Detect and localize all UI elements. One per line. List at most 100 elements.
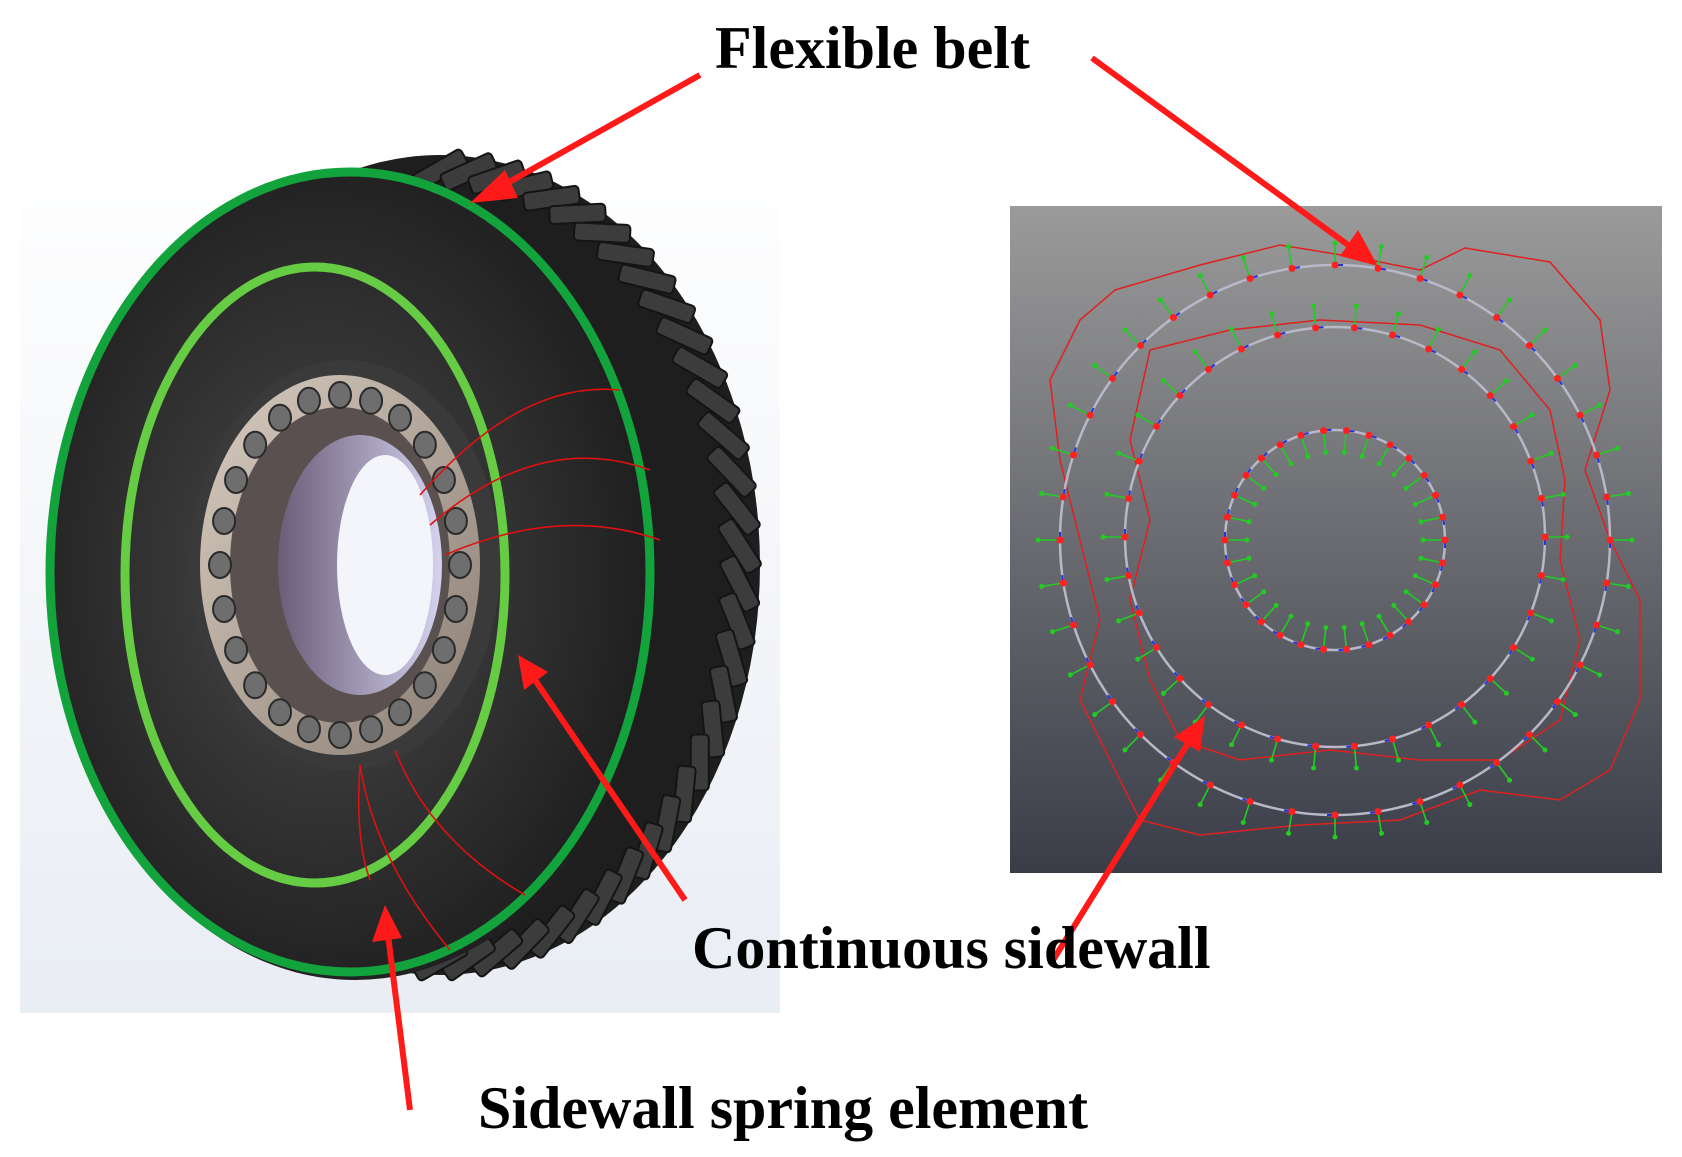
normal-arrow-head [1529,412,1535,418]
mesh-node [1297,431,1305,439]
normal-arrow [1427,328,1440,350]
hub-bolt [431,636,456,664]
tread-block [713,481,761,536]
normal-arrow-head [1039,491,1045,497]
mesh-node [1257,618,1265,626]
normal-arrow-head [1122,747,1128,753]
normal-arrow-head [1378,244,1384,250]
mesh-node [1439,559,1447,567]
label-sidewall-spring-element: Sidewall spring element [478,1075,1088,1141]
mesh-node [1059,579,1067,587]
hub-bolt [412,671,437,700]
normal-arrow [1118,612,1140,622]
normal-arrow [1137,646,1157,660]
normal-arrow [1245,591,1265,606]
normal-arrow [1070,404,1091,416]
normal-arrow-head [1564,534,1570,540]
spring-curve [419,388,621,496]
mesh-node [1350,324,1358,332]
normal-arrow-head [1424,255,1430,261]
normal-arrow [1230,328,1243,350]
mesh-node [1458,365,1466,373]
tread-block [706,446,757,498]
normal-arrow [1234,494,1255,505]
normal-arrow-head [1122,327,1128,333]
hub-bolt [328,381,352,409]
mesh-node [1069,621,1077,629]
label-continuous-sidewall: Continuous sidewall [692,915,1211,981]
normal-arrow-head [1341,625,1347,631]
normal-arrow [1528,733,1546,751]
hub-bolt [208,551,232,579]
normal-arrow-head [1542,747,1548,753]
mesh-node [1221,536,1229,544]
mesh-node [1456,781,1464,789]
mesh-node [1320,427,1328,435]
normal-arrow-head [1378,830,1384,836]
normal-arrow-head [1135,656,1141,662]
normal-arrow [1513,414,1533,428]
normal-arrow [1495,762,1511,781]
normal-arrow [1606,582,1629,588]
normal-arrow-head [1629,537,1635,543]
normal-arrow [1300,623,1309,645]
normal-arrow [1361,435,1370,457]
mesh-node [1276,631,1284,639]
tread-block [655,316,714,356]
mesh-node [1204,701,1212,709]
label-flexible-belt: Flexible belt [715,15,1030,81]
normal-arrow [1513,646,1533,660]
hub-bolt [243,671,268,700]
normal-arrow-head [1391,472,1397,478]
mesh-node [1297,641,1305,649]
normal-arrow-head [1244,537,1250,543]
mesh-node [1246,274,1254,282]
normal-arrow [1118,452,1140,462]
normal-arrow-head [1269,311,1275,317]
normal-arrow-head [1542,327,1548,333]
tread-block [595,241,655,268]
spring-curve [429,457,651,526]
mesh-node [1206,781,1214,789]
mesh-node [1059,493,1067,501]
normal-arrow [1041,582,1064,588]
normal-arrow [1287,811,1293,834]
normal-arrow [1227,516,1250,523]
mesh-node [1606,536,1614,544]
normal-arrow-head [1197,272,1203,278]
mesh-node [1137,730,1145,738]
normal-arrow [1052,447,1074,456]
mesh-node [1320,645,1328,653]
mesh-node [1576,411,1584,419]
mesh-node [1276,441,1284,449]
spring-curve [394,749,526,896]
hub-bolt [388,698,412,727]
normal-arrow [1419,801,1428,823]
normal-arrow [1052,624,1074,633]
normal-arrow [1530,612,1552,622]
mesh-node [1135,609,1143,617]
hub-bolt [412,430,437,459]
mesh-node [1510,422,1518,430]
normal-arrow [1260,457,1277,476]
normal-arrow-head [1332,834,1338,840]
mesh-node [1125,494,1133,502]
normal-arrow-head [1269,757,1275,763]
mesh-node [1109,374,1117,382]
arrowhead [372,905,402,942]
normal-arrow-head [1597,402,1603,408]
mesh-node [1331,261,1339,269]
tread-block [719,555,761,613]
normal-arrow-head [1323,625,1329,631]
tread-block [671,346,729,389]
normal-arrow [1415,494,1436,505]
normal-arrow-head [1116,450,1122,456]
mesh-node [1493,314,1501,322]
mesh-node [1416,274,1424,282]
normal-arrow-head [1246,555,1252,561]
normal-arrow [1378,444,1391,465]
normal-arrow-head [1614,629,1620,635]
normal-arrow-head [1353,765,1359,771]
normal-arrow [1343,430,1348,453]
normal-arrow [1270,313,1279,336]
